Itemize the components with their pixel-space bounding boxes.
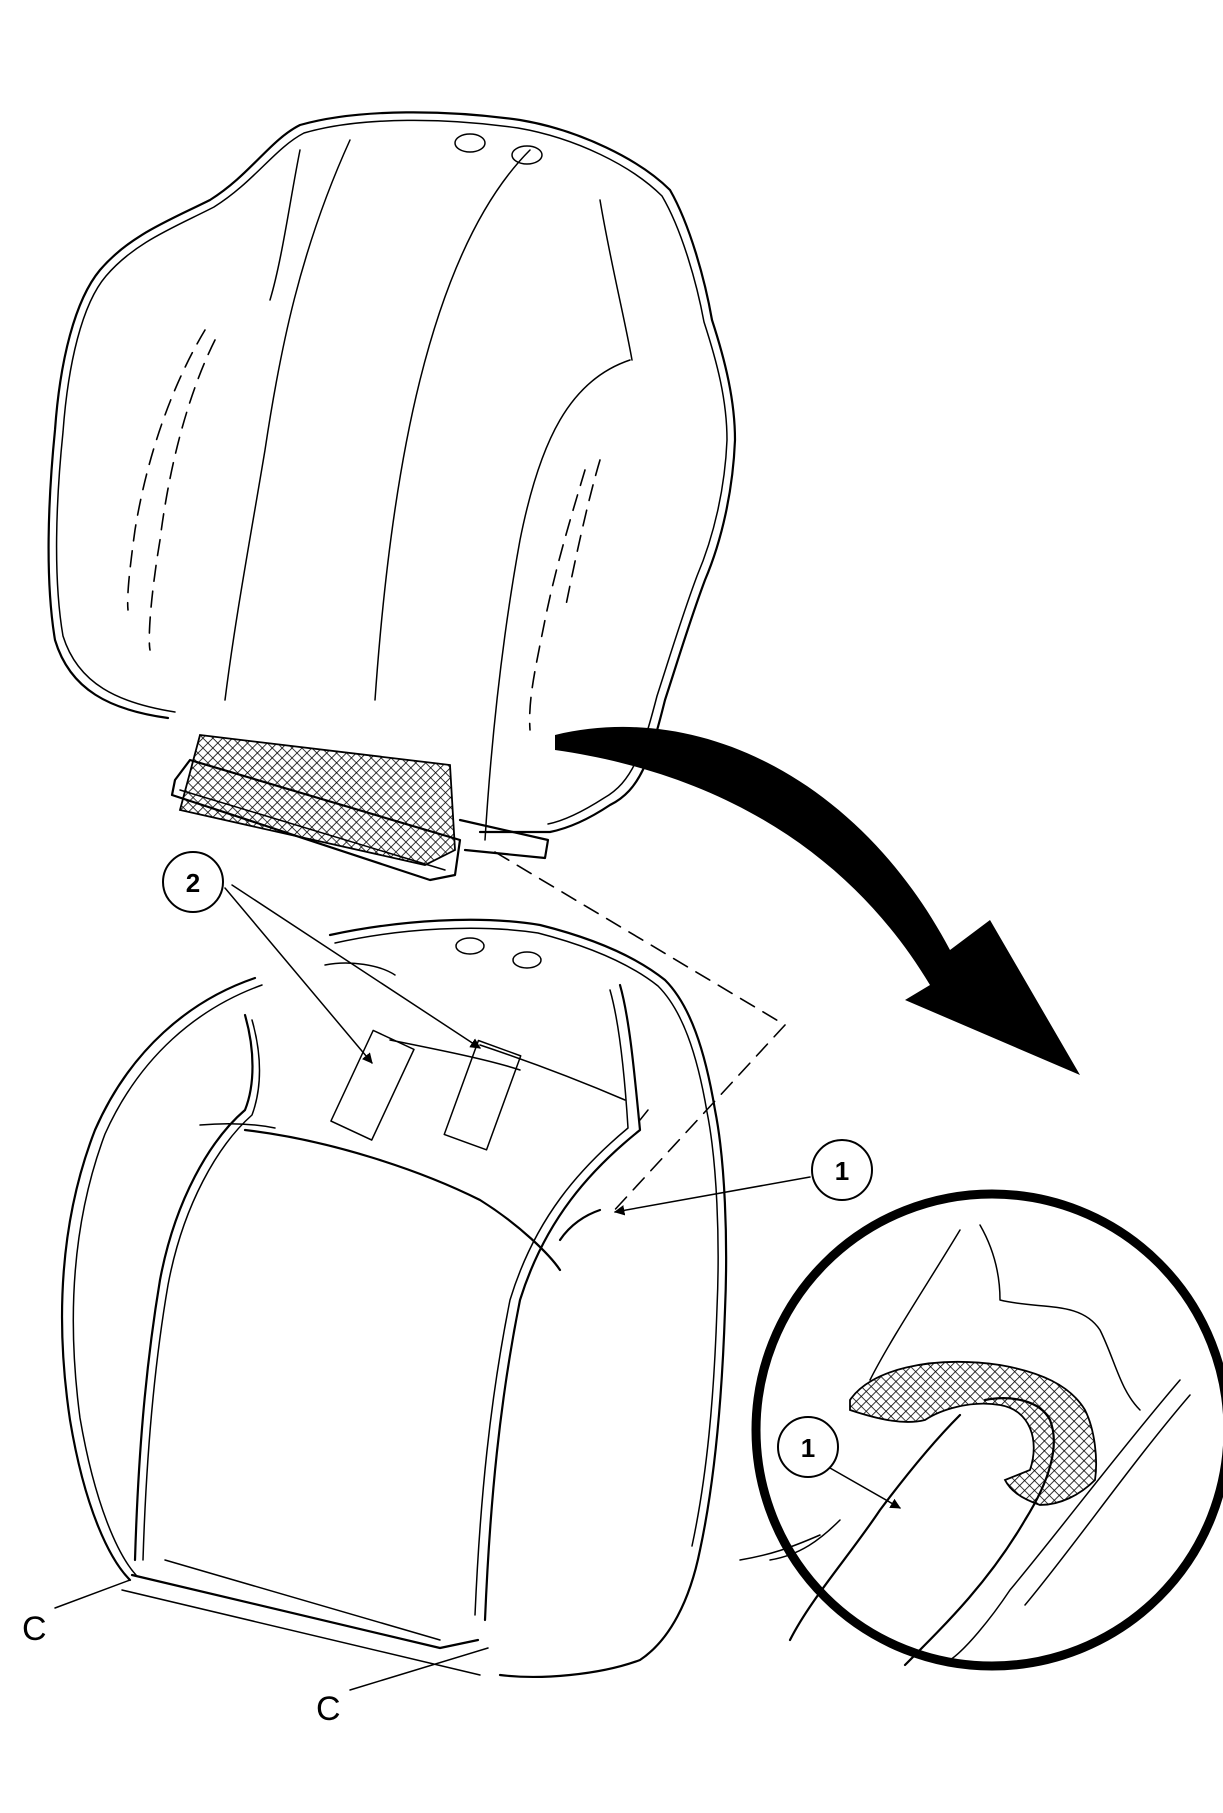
hog-ring-right-glyph: C [316,1690,341,1728]
seat-back-cover-upper [47,111,737,882]
callout-2: 2 [162,851,481,1064]
callout-2-label: 2 [186,868,200,898]
seat-back-pad-lower [60,918,728,1678]
mesh-panel [178,734,456,866]
detail-mesh-flap [849,1361,1098,1506]
detail-view: 1 [739,1189,1223,1671]
fastener-strip-right [443,1039,522,1151]
hog-ring-right: C [316,1647,489,1728]
fastener-strip-left [330,1029,415,1141]
callout-1: 1 [613,1139,873,1216]
detail-callout-1-label: 1 [801,1433,815,1463]
removal-direction-arrow [555,726,1080,1075]
hog-ring-left: C [22,1579,131,1648]
hog-ring-left-glyph: C [22,1610,47,1648]
callout-1-label: 1 [835,1156,849,1186]
